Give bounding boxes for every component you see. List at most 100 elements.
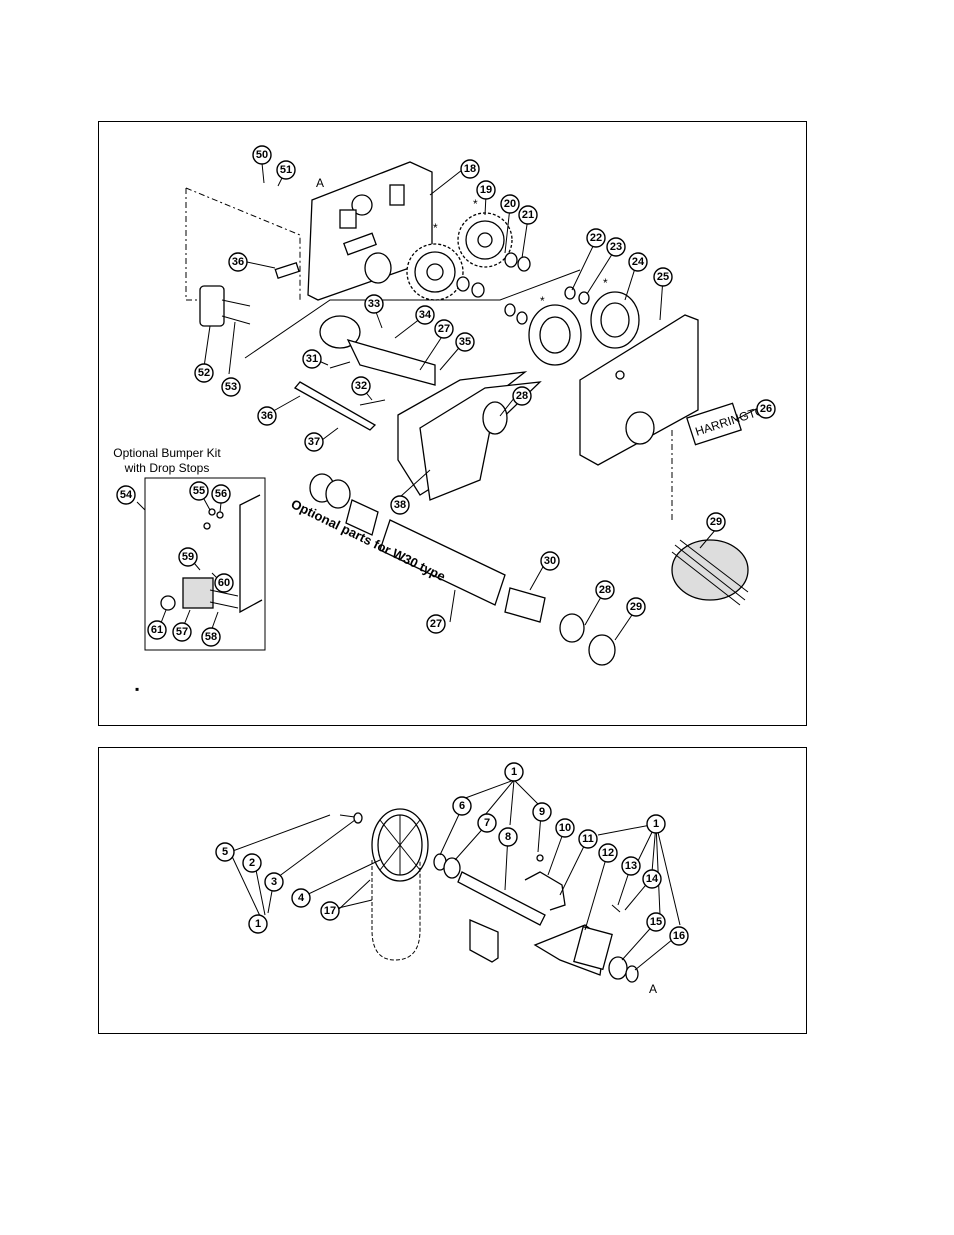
callout-36b: 36 [257,406,277,426]
svg-text:28: 28 [516,390,528,402]
callout-21: 21 [518,205,538,225]
callout-57: 57 [172,622,192,642]
svg-text:7: 7 [484,817,490,829]
washer [353,812,363,824]
svg-text:4: 4 [298,892,305,904]
callout-1c: 1 [248,914,268,934]
nut [216,511,224,519]
callout-59: 59 [178,547,198,567]
bolt [221,315,251,325]
svg-text:1: 1 [511,766,517,778]
callout-11: 11 [578,829,598,849]
washer [471,282,485,298]
callout-27: 27 [434,319,454,339]
spring-coil [559,613,585,643]
svg-text:36: 36 [261,410,273,422]
nut [203,522,211,530]
bolt [209,589,239,597]
bumper-block [182,577,214,609]
callout-23: 23 [606,237,626,257]
pinion-shaft [457,871,546,926]
svg-text:12: 12 [602,847,614,859]
callout-29: 29 [706,512,726,532]
svg-text:3: 3 [271,876,277,888]
callout-7: 7 [477,813,497,833]
callout-37: 37 [304,432,324,452]
svg-text:20: 20 [504,198,516,210]
svg-text:13: 13 [625,860,637,872]
svg-text:11: 11 [582,833,594,845]
stud [339,209,357,229]
bolt [221,299,251,307]
svg-text:38: 38 [394,499,406,511]
svg-text:22: 22 [590,232,602,244]
callout-22: 22 [586,228,606,248]
screw [536,854,544,862]
callout-53: 53 [221,377,241,397]
svg-text:51: 51 [280,164,292,176]
washer [504,303,516,317]
gear-bore [426,263,444,281]
callout-1b: 1 [646,814,666,834]
callout-29b: 29 [626,597,646,617]
callout-6: 6 [452,796,472,816]
washer [516,311,528,325]
bottom-parts-diagram-panel [98,747,807,1034]
callout-20: 20 [500,194,520,214]
svg-text:31: 31 [306,353,318,365]
svg-text:16: 16 [673,930,685,942]
washer [456,276,470,292]
svg-text:1: 1 [653,818,659,830]
screw [611,904,621,913]
bearing [608,956,628,980]
callout-19: 19 [476,180,496,200]
svg-text:54: 54 [120,489,133,501]
svg-text:60: 60 [218,577,230,589]
drop-stop [160,595,176,611]
svg-text:35: 35 [459,336,471,348]
bullet-mark: ▪ [135,682,139,696]
bearing [443,857,461,879]
pin [293,381,377,431]
svg-text:27: 27 [438,323,450,335]
svg-text:8: 8 [505,831,511,843]
callout-14: 14 [642,869,662,889]
callout-56: 56 [211,484,231,504]
bumper-kit-subtitle: with Drop Stops [124,461,210,475]
callout-28b: 28 [595,580,615,600]
callout-2: 2 [242,853,262,873]
guide-line [244,269,581,359]
pin [274,261,300,279]
callout-38: 38 [390,495,410,515]
svg-text:25: 25 [657,271,669,283]
callout-8: 8 [498,827,518,847]
callout-32: 32 [351,376,371,396]
guide-line [185,188,205,301]
callout-36: 36 [228,252,248,272]
svg-text:27: 27 [430,618,442,630]
stud [389,184,405,206]
svg-text:26: 26 [760,403,772,415]
shaft [346,338,436,386]
callout-10: 10 [555,818,575,838]
washer [564,286,576,300]
callout-9: 9 [532,802,552,822]
washer [517,256,531,272]
svg-text:21: 21 [522,209,534,221]
svg-text:61: 61 [151,624,163,636]
screw [359,399,386,406]
svg-text:28: 28 [599,584,611,596]
plate-hole [615,370,625,380]
svg-text:53: 53 [225,381,237,393]
plate-edge [239,494,263,614]
svg-text:33: 33 [368,298,380,310]
svg-text:59: 59 [182,551,194,563]
bolt [209,601,239,609]
svg-text:29: 29 [710,516,722,528]
side-plate-right [579,314,699,466]
bumper-kit-box [144,477,266,651]
svg-text:5: 5 [222,846,228,858]
washer [578,291,590,305]
screw [329,361,351,369]
callout-52: 52 [194,363,214,383]
